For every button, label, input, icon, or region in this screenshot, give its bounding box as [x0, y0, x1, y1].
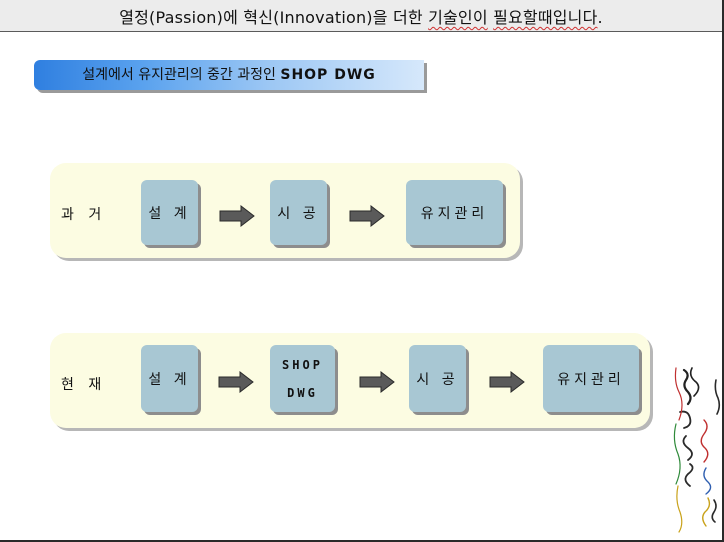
vertical-text-logo: [673, 367, 721, 533]
shop-dwg-line-2: DWG: [287, 385, 318, 400]
present-stage-design-label: 설 계: [148, 371, 191, 388]
header-title-suffix: .: [597, 8, 603, 27]
past-label: 과 거: [61, 207, 107, 223]
present-stage-shop-dwg: SHOP DWG: [270, 345, 335, 412]
header-bar: 열정(Passion)에 혁신(Innovation)을 더한 기술인이 필요할…: [0, 0, 724, 32]
right-arrow-icon: [349, 205, 385, 227]
present-stage-maintenance: 유지관리: [543, 345, 639, 412]
past-stage-construction-label: 시 공: [277, 205, 320, 222]
present-stage-construction: 시 공: [409, 345, 466, 412]
right-arrow-icon: [219, 205, 255, 227]
right-arrow-icon: [359, 371, 395, 393]
present-stage-design: 설 계: [141, 345, 198, 412]
past-process-panel: 과 거 설 계 시 공 유지관리: [50, 163, 520, 258]
right-arrow-icon: [218, 371, 254, 393]
section-label-text: 설계에서 유지관리의 중간 과정인 SHOP DWG: [34, 60, 424, 90]
past-stage-maintenance-label: 유지관리: [420, 205, 489, 222]
header-title-word-1: 기술인이: [428, 8, 488, 27]
header-title: 열정(Passion)에 혁신(Innovation)을 더한 기술인이 필요할…: [0, 4, 722, 28]
header-title-prefix: 열정(Passion)에 혁신(Innovation)을 더한: [119, 8, 429, 27]
shop-dwg-line-1: SHOP: [282, 357, 323, 372]
section-label-emphasis: SHOP DWG: [280, 67, 376, 83]
present-label: 현 재: [61, 377, 107, 393]
section-label: 설계에서 유지관리의 중간 과정인 SHOP DWG: [34, 60, 424, 90]
slide-frame: [0, 31, 724, 542]
section-label-prefix: 설계에서 유지관리의 중간 과정인: [82, 67, 281, 83]
right-arrow-icon: [489, 371, 525, 393]
past-stage-maintenance: 유지관리: [406, 180, 503, 245]
past-stage-design: 설 계: [141, 180, 198, 245]
present-stage-construction-label: 시 공: [416, 371, 459, 388]
present-process-panel: 현 재 설 계 SHOP DWG 시 공 유지관리: [50, 333, 650, 428]
header-title-word-2: 필요할때입니다: [493, 8, 598, 27]
past-stage-design-label: 설 계: [148, 205, 191, 222]
past-stage-construction: 시 공: [270, 180, 327, 245]
present-stage-shop-dwg-label: SHOP DWG: [270, 345, 335, 412]
present-stage-maintenance-label: 유지관리: [557, 371, 625, 388]
